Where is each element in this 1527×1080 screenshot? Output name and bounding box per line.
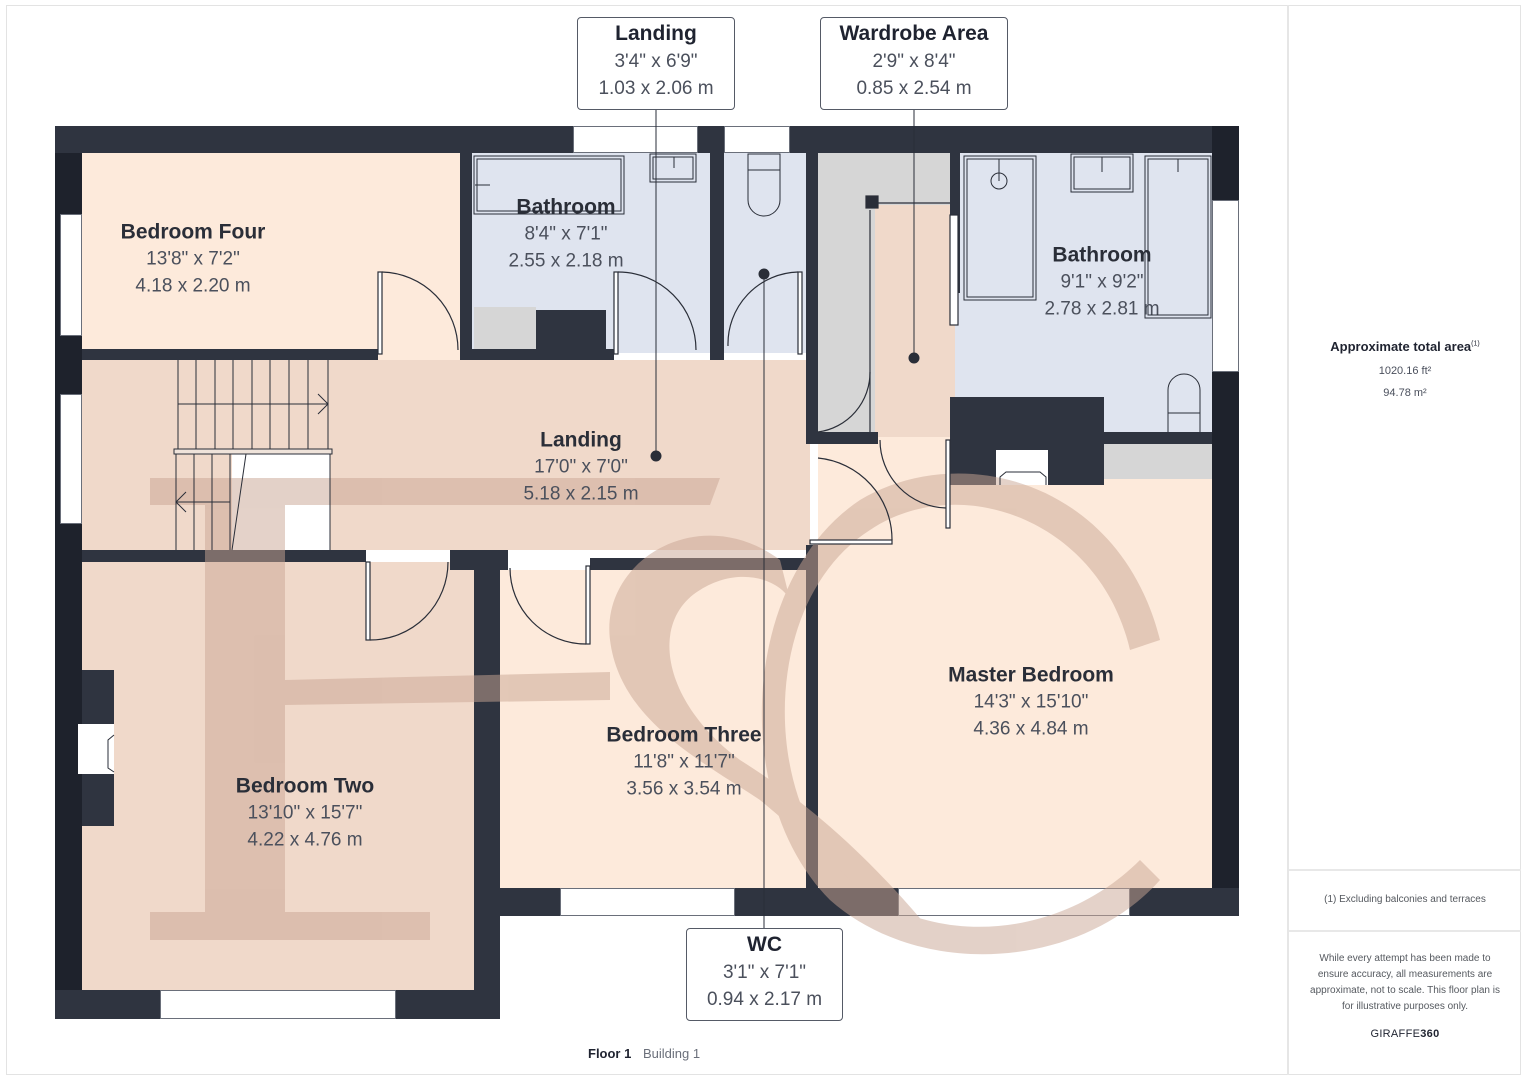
- wall-bed3-master: [806, 545, 818, 888]
- window-bath1-top: [573, 126, 698, 153]
- window-bed2-bottom: [160, 990, 396, 1019]
- room-imperial: 8'4" x 7'1": [524, 223, 608, 245]
- label-bedroom-two: Bedroom Two 13'10" x 15'7" 4.22 x 4.76 m: [236, 773, 374, 854]
- label-bedroom-three: Bedroom Three 11'8" x 11'7" 3.56 x 3.54 …: [606, 722, 761, 803]
- room-name: Bathroom: [1052, 243, 1152, 267]
- room-metric: 3.56 x 3.54 m: [626, 778, 742, 800]
- floor-label: Floor 1: [588, 1046, 632, 1061]
- page-frame: [6, 5, 1521, 1075]
- brand-light: GIRAFFE: [1370, 1028, 1421, 1040]
- room-wardrobe-area: [875, 205, 955, 437]
- wall-wc-right: [806, 153, 818, 435]
- room-metric: 2.78 x 2.81 m: [1044, 298, 1160, 320]
- wall-bed4-bottom: [82, 349, 378, 360]
- wall-bedroom-two-right: [474, 550, 500, 1019]
- window-wc-top: [724, 126, 790, 153]
- label-master-bedroom: Master Bedroom 14'3" x 15'10" 4.36 x 4.8…: [948, 662, 1114, 743]
- disclaimer-text: While every attempt has been made to ens…: [1310, 953, 1500, 1012]
- room-metric: 4.22 x 4.76 m: [247, 829, 363, 851]
- label-bedroom-four: Bedroom Four 13'8" x 7'2" 4.18 x 2.20 m: [121, 219, 266, 300]
- label-bathroom-2: Bathroom 9'1" x 9'2" 2.78 x 2.81 m: [1044, 242, 1159, 323]
- storage-shelf: [1104, 444, 1212, 479]
- window-master-bottom: [898, 888, 1130, 916]
- storage-shelf-bath1: [474, 307, 536, 349]
- room-name: Bathroom: [516, 195, 616, 219]
- label-landing: Landing 17'0" x 7'0" 5.18 x 2.15 m: [523, 427, 638, 508]
- area-sqm: 94.78 m²: [1383, 387, 1427, 399]
- window-landing-left: [60, 394, 82, 524]
- wall-bath-bottom: [460, 349, 614, 360]
- brand-bold: 360: [1420, 1028, 1440, 1040]
- floor-footer: Floor 1 Building 1: [588, 1046, 700, 1061]
- room-imperial: 13'10" x 15'7": [247, 802, 363, 824]
- info-sidebar: Approximate total area(1) 1020.16 ft² 94…: [1287, 5, 1521, 1075]
- wall-bed4-bath: [460, 153, 472, 360]
- wall-bath2-bottom: [1104, 432, 1212, 444]
- callout-name: WC: [747, 933, 782, 956]
- area-title: Approximate total area(1): [1289, 339, 1521, 354]
- room-imperial: 17'0" x 7'0": [534, 456, 628, 478]
- wall-landing-bed3-b: [590, 558, 818, 570]
- room-name: Landing: [540, 428, 622, 452]
- callout-metric: 0.85 x 2.54 m: [856, 78, 972, 99]
- room-metric: 2.55 x 2.18 m: [508, 250, 624, 272]
- window-bed3-bottom: [560, 888, 735, 916]
- callout-imperial: 3'4" x 6'9": [614, 51, 698, 72]
- building-label: Building 1: [642, 1046, 701, 1061]
- room-name: Bedroom Two: [235, 774, 375, 798]
- callout-name: Landing: [615, 22, 697, 45]
- callout-wc: WC 3'1" x 7'1" 0.94 x 2.17 m: [686, 928, 843, 1021]
- wall-bath-wc: [710, 153, 724, 360]
- room-imperial: 9'1" x 9'2": [1060, 271, 1144, 293]
- label-bathroom-1: Bathroom 8'4" x 7'1" 2.55 x 2.18 m: [508, 194, 623, 275]
- callout-landing: Landing 3'4" x 6'9" 1.03 x 2.06 m: [577, 17, 735, 110]
- room-landing: [82, 360, 810, 550]
- brand-logo: GIRAFFE360: [1289, 1028, 1521, 1040]
- callout-metric: 1.03 x 2.06 m: [598, 78, 714, 99]
- room-imperial: 11'8" x 11'7": [633, 751, 735, 773]
- sidebar-divider: [1289, 869, 1521, 871]
- fireplace-bed2: [78, 724, 114, 774]
- area-title-text: Approximate total area: [1330, 339, 1472, 354]
- wall-landing-master: [806, 432, 878, 444]
- footnote-text: (1) Excluding balconies and terraces: [1324, 894, 1486, 905]
- room-name: Bedroom Four: [120, 220, 266, 244]
- wall-landing-bed2: [82, 550, 366, 562]
- room-metric: 4.36 x 4.84 m: [973, 718, 1089, 740]
- callout-imperial: 2'9" x 8'4": [872, 51, 956, 72]
- callout-name: Wardrobe Area: [839, 22, 989, 45]
- fireplace-master: [996, 450, 1048, 485]
- callout-imperial: 3'1" x 7'1": [722, 962, 807, 983]
- room-name: Master Bedroom: [948, 663, 1114, 687]
- area-sqft: 1020.16 ft²: [1378, 365, 1432, 377]
- sidebar-divider: [1289, 930, 1521, 932]
- wall-landing-bed3-a: [450, 550, 508, 570]
- callout-wardrobe-area: Wardrobe Area 2'9" x 8'4" 0.85 x 2.54 m: [820, 17, 1008, 110]
- room-metric: 4.18 x 2.20 m: [135, 275, 251, 297]
- room-wc: [724, 153, 806, 353]
- room-stair-void: [232, 452, 330, 550]
- callout-metric: 0.94 x 2.17 m: [706, 989, 823, 1010]
- room-landing-entry: [378, 270, 460, 360]
- area-footnote-mark: (1): [1471, 340, 1480, 348]
- window-bath2-right: [1212, 200, 1239, 372]
- room-name: Bedroom Three: [606, 723, 762, 747]
- wall-cupboard-right: [950, 153, 960, 293]
- bath1-cabinet: [536, 310, 606, 353]
- room-imperial: 14'3" x 15'10": [973, 691, 1089, 713]
- room-metric: 5.18 x 2.15 m: [523, 483, 639, 505]
- window-bed4-left: [60, 214, 82, 336]
- room-imperial: 13'8" x 7'2": [146, 248, 240, 270]
